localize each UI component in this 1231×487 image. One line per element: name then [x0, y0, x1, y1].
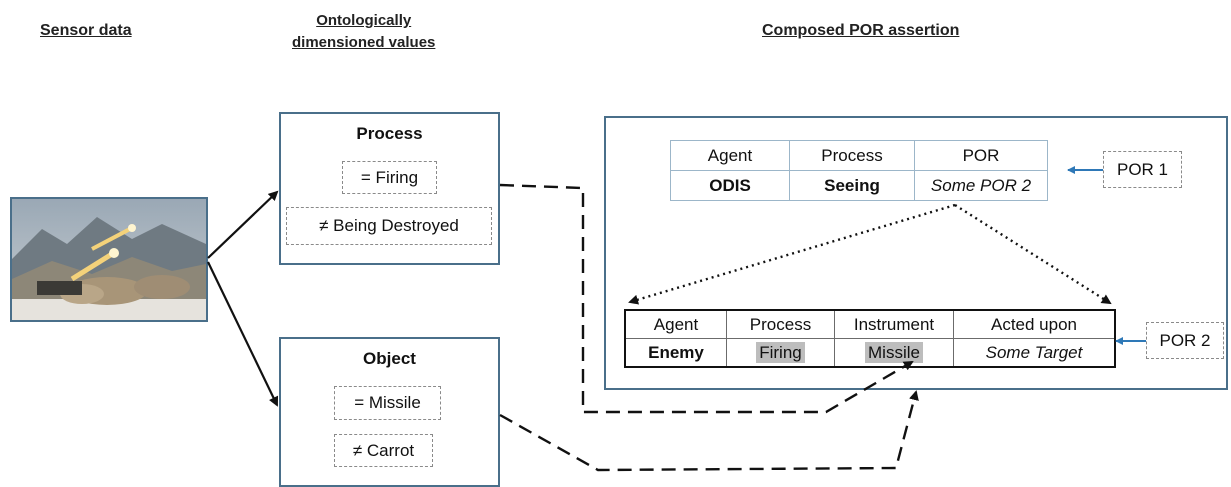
por2-value-process: Firing [756, 341, 805, 363]
por2-tag: POR 2 [1146, 322, 1224, 359]
heading-ontological: Ontologically dimensioned values [292, 10, 435, 54]
por2-header-instrument: Instrument [834, 309, 954, 339]
object-positive-value: = Missile [334, 386, 441, 420]
por2-table: Agent Process Instrument Acted upon Enem… [624, 309, 1116, 368]
por-expand-right-dotted-arrow [954, 203, 1112, 305]
object-negative-value: ≠ Carrot [334, 434, 433, 467]
photo-to-object-arrow [207, 261, 279, 407]
por1-value-por: Some POR 2 [914, 170, 1048, 201]
por1-header-process: Process [789, 140, 915, 171]
por2-header-agent: Agent [624, 309, 727, 339]
missile-launch-illustration [12, 199, 206, 320]
por1-table: Agent Process POR ODIS Seeing Some POR 2 [670, 140, 1048, 201]
por2-header-row: Agent Process Instrument Acted upon [624, 309, 1116, 339]
por1-header-por: POR [914, 140, 1048, 171]
por-expand-left-dotted-arrow [628, 203, 956, 305]
por1-tag: POR 1 [1103, 151, 1182, 188]
heading-ontological-line1: Ontologically [316, 12, 412, 29]
process-title: Process [356, 124, 423, 143]
object-to-por-dashed-arrow [499, 390, 919, 472]
por2-value-row: Enemy Firing Missile Some Target [624, 338, 1116, 368]
missile-launch-photo [10, 197, 208, 322]
por1-value-agent: ODIS [670, 170, 790, 201]
process-box: Process = Firing ≠ Being Destroyed [279, 112, 500, 265]
por1-header-agent: Agent [670, 140, 790, 171]
photo-to-process-arrow [207, 190, 279, 259]
por1-value-process: Seeing [789, 170, 915, 201]
object-title: Object [363, 349, 416, 368]
heading-sensor-data: Sensor data [40, 22, 132, 39]
object-box: Object = Missile ≠ Carrot [279, 337, 500, 487]
por1-value-row: ODIS Seeing Some POR 2 [670, 170, 1048, 201]
por1-header-row: Agent Process POR [670, 140, 1048, 171]
por2-value-agent: Enemy [624, 338, 727, 368]
por2-value-instrument: Missile [865, 341, 923, 363]
heading-ontological-line2: dimensioned values [292, 34, 436, 51]
heading-composed-por: Composed POR assertion [762, 22, 960, 39]
process-negative-value: ≠ Being Destroyed [286, 207, 492, 245]
por2-value-instrument-cell: Missile [834, 338, 954, 368]
por2-value-acted-upon: Some Target [953, 338, 1116, 368]
process-positive-value: = Firing [342, 161, 437, 194]
process-to-por-dashed-arrow [499, 183, 914, 414]
